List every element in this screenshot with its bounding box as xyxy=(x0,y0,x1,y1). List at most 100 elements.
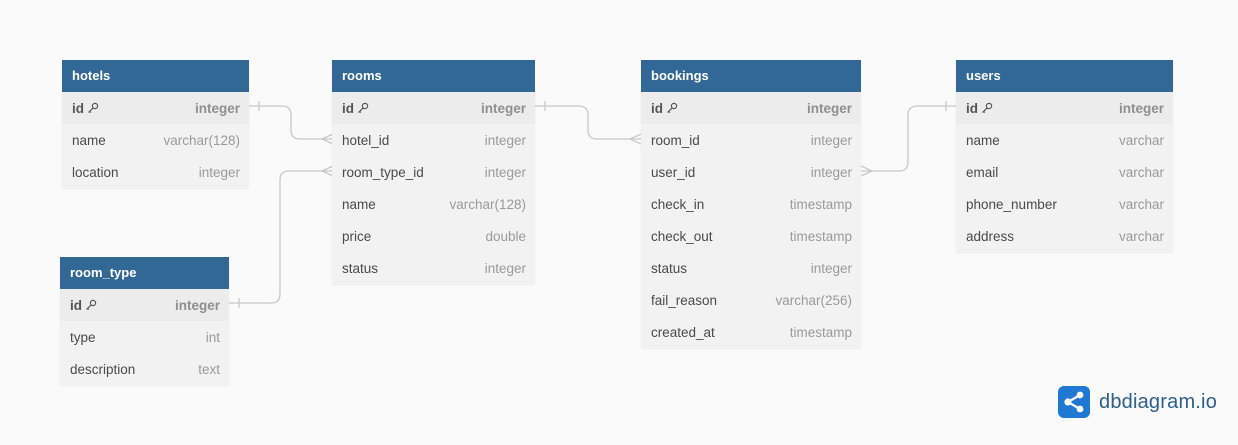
column-type: integer xyxy=(810,260,852,276)
column-name: id xyxy=(72,100,84,116)
column-type: timestamp xyxy=(789,196,852,212)
column-type: varchar xyxy=(1118,228,1164,244)
column-row[interactable]: email varchar xyxy=(956,156,1173,188)
connector-rooms-bookings xyxy=(535,105,641,140)
column-type: integer xyxy=(810,164,852,180)
column-row[interactable]: phone_number varchar xyxy=(956,188,1173,220)
column-type: double xyxy=(485,228,526,244)
column-name: fail_reason xyxy=(651,292,718,308)
table-title[interactable]: users xyxy=(956,60,1173,92)
column-type: integer xyxy=(194,100,240,116)
column-type: timestamp xyxy=(789,228,852,244)
column-type: integer xyxy=(810,132,852,148)
column-row[interactable]: description text xyxy=(60,353,229,385)
column-row[interactable]: name varchar xyxy=(956,124,1173,156)
column-row[interactable]: id integer xyxy=(62,92,249,124)
column-type: varchar xyxy=(1118,196,1164,212)
many-marker xyxy=(860,165,874,177)
column-type: varchar(128) xyxy=(163,132,240,148)
primary-key-icon xyxy=(357,102,369,114)
table-title[interactable]: bookings xyxy=(641,60,861,92)
many-marker xyxy=(320,133,334,145)
column-name: price xyxy=(342,228,372,244)
many-marker xyxy=(628,133,642,145)
connector-hotels-rooms xyxy=(249,105,333,140)
column-type: integer xyxy=(198,164,240,180)
column-row[interactable]: user_id integer xyxy=(641,156,861,188)
column-row[interactable]: id integer xyxy=(641,92,861,124)
column-type: integer xyxy=(174,297,220,313)
brand-logo[interactable]: dbdiagram.io xyxy=(1058,386,1217,418)
column-row[interactable]: check_in timestamp xyxy=(641,188,861,220)
primary-key-icon xyxy=(87,102,99,114)
column-type: integer xyxy=(484,164,526,180)
column-row[interactable]: id integer xyxy=(332,92,535,124)
column-type: varchar(256) xyxy=(775,292,852,308)
column-row[interactable]: status integer xyxy=(641,252,861,284)
column-type: integer xyxy=(806,100,852,116)
column-row[interactable]: name varchar(128) xyxy=(62,124,249,156)
column-name: name xyxy=(342,196,376,212)
column-name: check_in xyxy=(651,196,705,212)
column-row[interactable]: room_type_id integer xyxy=(332,156,535,188)
primary-key-icon xyxy=(666,102,678,114)
column-row[interactable]: id integer xyxy=(60,289,229,321)
column-type: varchar xyxy=(1118,132,1164,148)
column-row[interactable]: price double xyxy=(332,220,535,252)
brand-name: dbdiagram.io xyxy=(1099,390,1218,413)
column-row[interactable]: room_id integer xyxy=(641,124,861,156)
column-row[interactable]: name varchar(128) xyxy=(332,188,535,220)
column-type: timestamp xyxy=(789,324,852,340)
column-name: status xyxy=(342,260,379,276)
column-type: integer xyxy=(484,260,526,276)
column-type: text xyxy=(198,361,220,377)
column-name: type xyxy=(70,329,96,345)
column-row[interactable]: location integer xyxy=(62,156,249,188)
connector-users-bookings xyxy=(861,105,956,172)
column-type: varchar xyxy=(1118,164,1164,180)
table-title[interactable]: room_type xyxy=(60,257,229,289)
column-type: integer xyxy=(484,132,526,148)
column-name: created_at xyxy=(651,324,715,340)
column-row[interactable]: id integer xyxy=(956,92,1173,124)
column-name: room_type_id xyxy=(342,164,424,180)
column-name: location xyxy=(72,164,119,180)
column-name: id xyxy=(70,297,82,313)
column-row[interactable]: fail_reason varchar(256) xyxy=(641,284,861,316)
connector-roomtype-rooms xyxy=(229,170,333,304)
column-type: integer xyxy=(1118,100,1164,116)
table-title[interactable]: rooms xyxy=(332,60,535,92)
column-type: integer xyxy=(480,100,526,116)
primary-key-icon xyxy=(85,299,97,311)
column-name: phone_number xyxy=(966,196,1057,212)
column-name: name xyxy=(72,132,106,148)
many-marker xyxy=(320,165,334,177)
dbdiagram-logo-icon xyxy=(1058,386,1090,418)
column-name: address xyxy=(966,228,1015,244)
column-name: hotel_id xyxy=(342,132,390,148)
table-hotels[interactable]: hotels id integer name varchar(128) location i… xyxy=(62,60,249,188)
column-name: email xyxy=(966,164,999,180)
column-name: id xyxy=(966,100,978,116)
column-row[interactable]: status integer xyxy=(332,252,535,284)
table-title[interactable]: hotels xyxy=(62,60,249,92)
column-name: status xyxy=(651,260,688,276)
column-name: description xyxy=(70,361,136,377)
column-name: id xyxy=(651,100,663,116)
column-name: user_id xyxy=(651,164,696,180)
column-row[interactable]: hotel_id integer xyxy=(332,124,535,156)
primary-key-icon xyxy=(981,102,993,114)
column-row[interactable]: address varchar xyxy=(956,220,1173,252)
column-name: room_id xyxy=(651,132,700,148)
column-name: id xyxy=(342,100,354,116)
column-row[interactable]: created_at timestamp xyxy=(641,316,861,348)
column-name: name xyxy=(966,132,1000,148)
column-type: varchar(128) xyxy=(449,196,526,212)
